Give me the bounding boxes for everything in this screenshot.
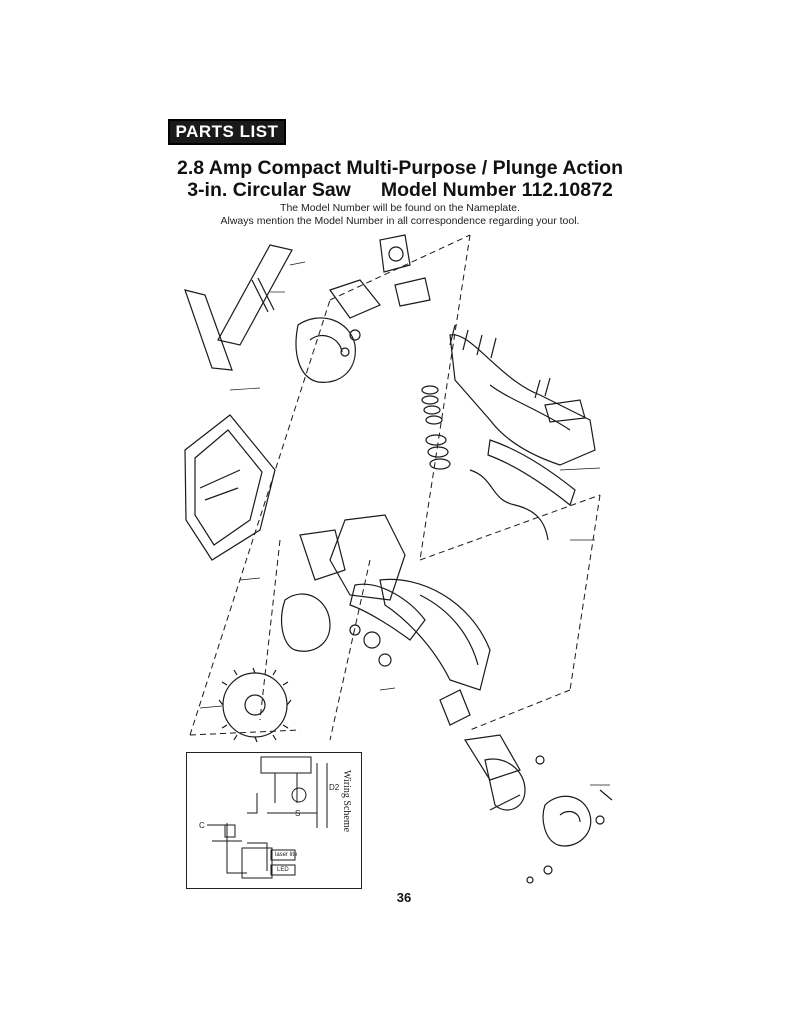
wiring-scheme-title: Wiring Scheme (341, 770, 352, 833)
model-note-line1: The Model Number will be found on the Na… (280, 202, 520, 214)
wiring-scheme-box: C S D2 laser lite LED (186, 752, 362, 889)
wiring-label-c: C (199, 821, 205, 830)
wiring-label-d2: D2 (329, 783, 340, 792)
parts-list-badge-text: PARTS LIST (175, 122, 279, 141)
page-number: 36 (396, 890, 412, 905)
product-name: 3-in. Circular Saw (187, 179, 351, 201)
model-note-line2: Always mention the Model Number in all c… (220, 215, 580, 227)
page-title-line2: 3-in. Circular Saw Model Number 112.10872 (150, 179, 650, 201)
model-number: Model Number 112.10872 (380, 179, 613, 201)
wiring-diagram (207, 756, 328, 879)
page-title-line1: 2.8 Amp Compact Multi-Purpose / Plunge A… (176, 157, 623, 179)
wiring-label-laser: laser lite (275, 852, 298, 858)
wiring-label-s: S (295, 809, 301, 818)
wiring-label-led: LED (277, 867, 289, 873)
parts-list-badge: PARTS LIST (168, 119, 286, 145)
